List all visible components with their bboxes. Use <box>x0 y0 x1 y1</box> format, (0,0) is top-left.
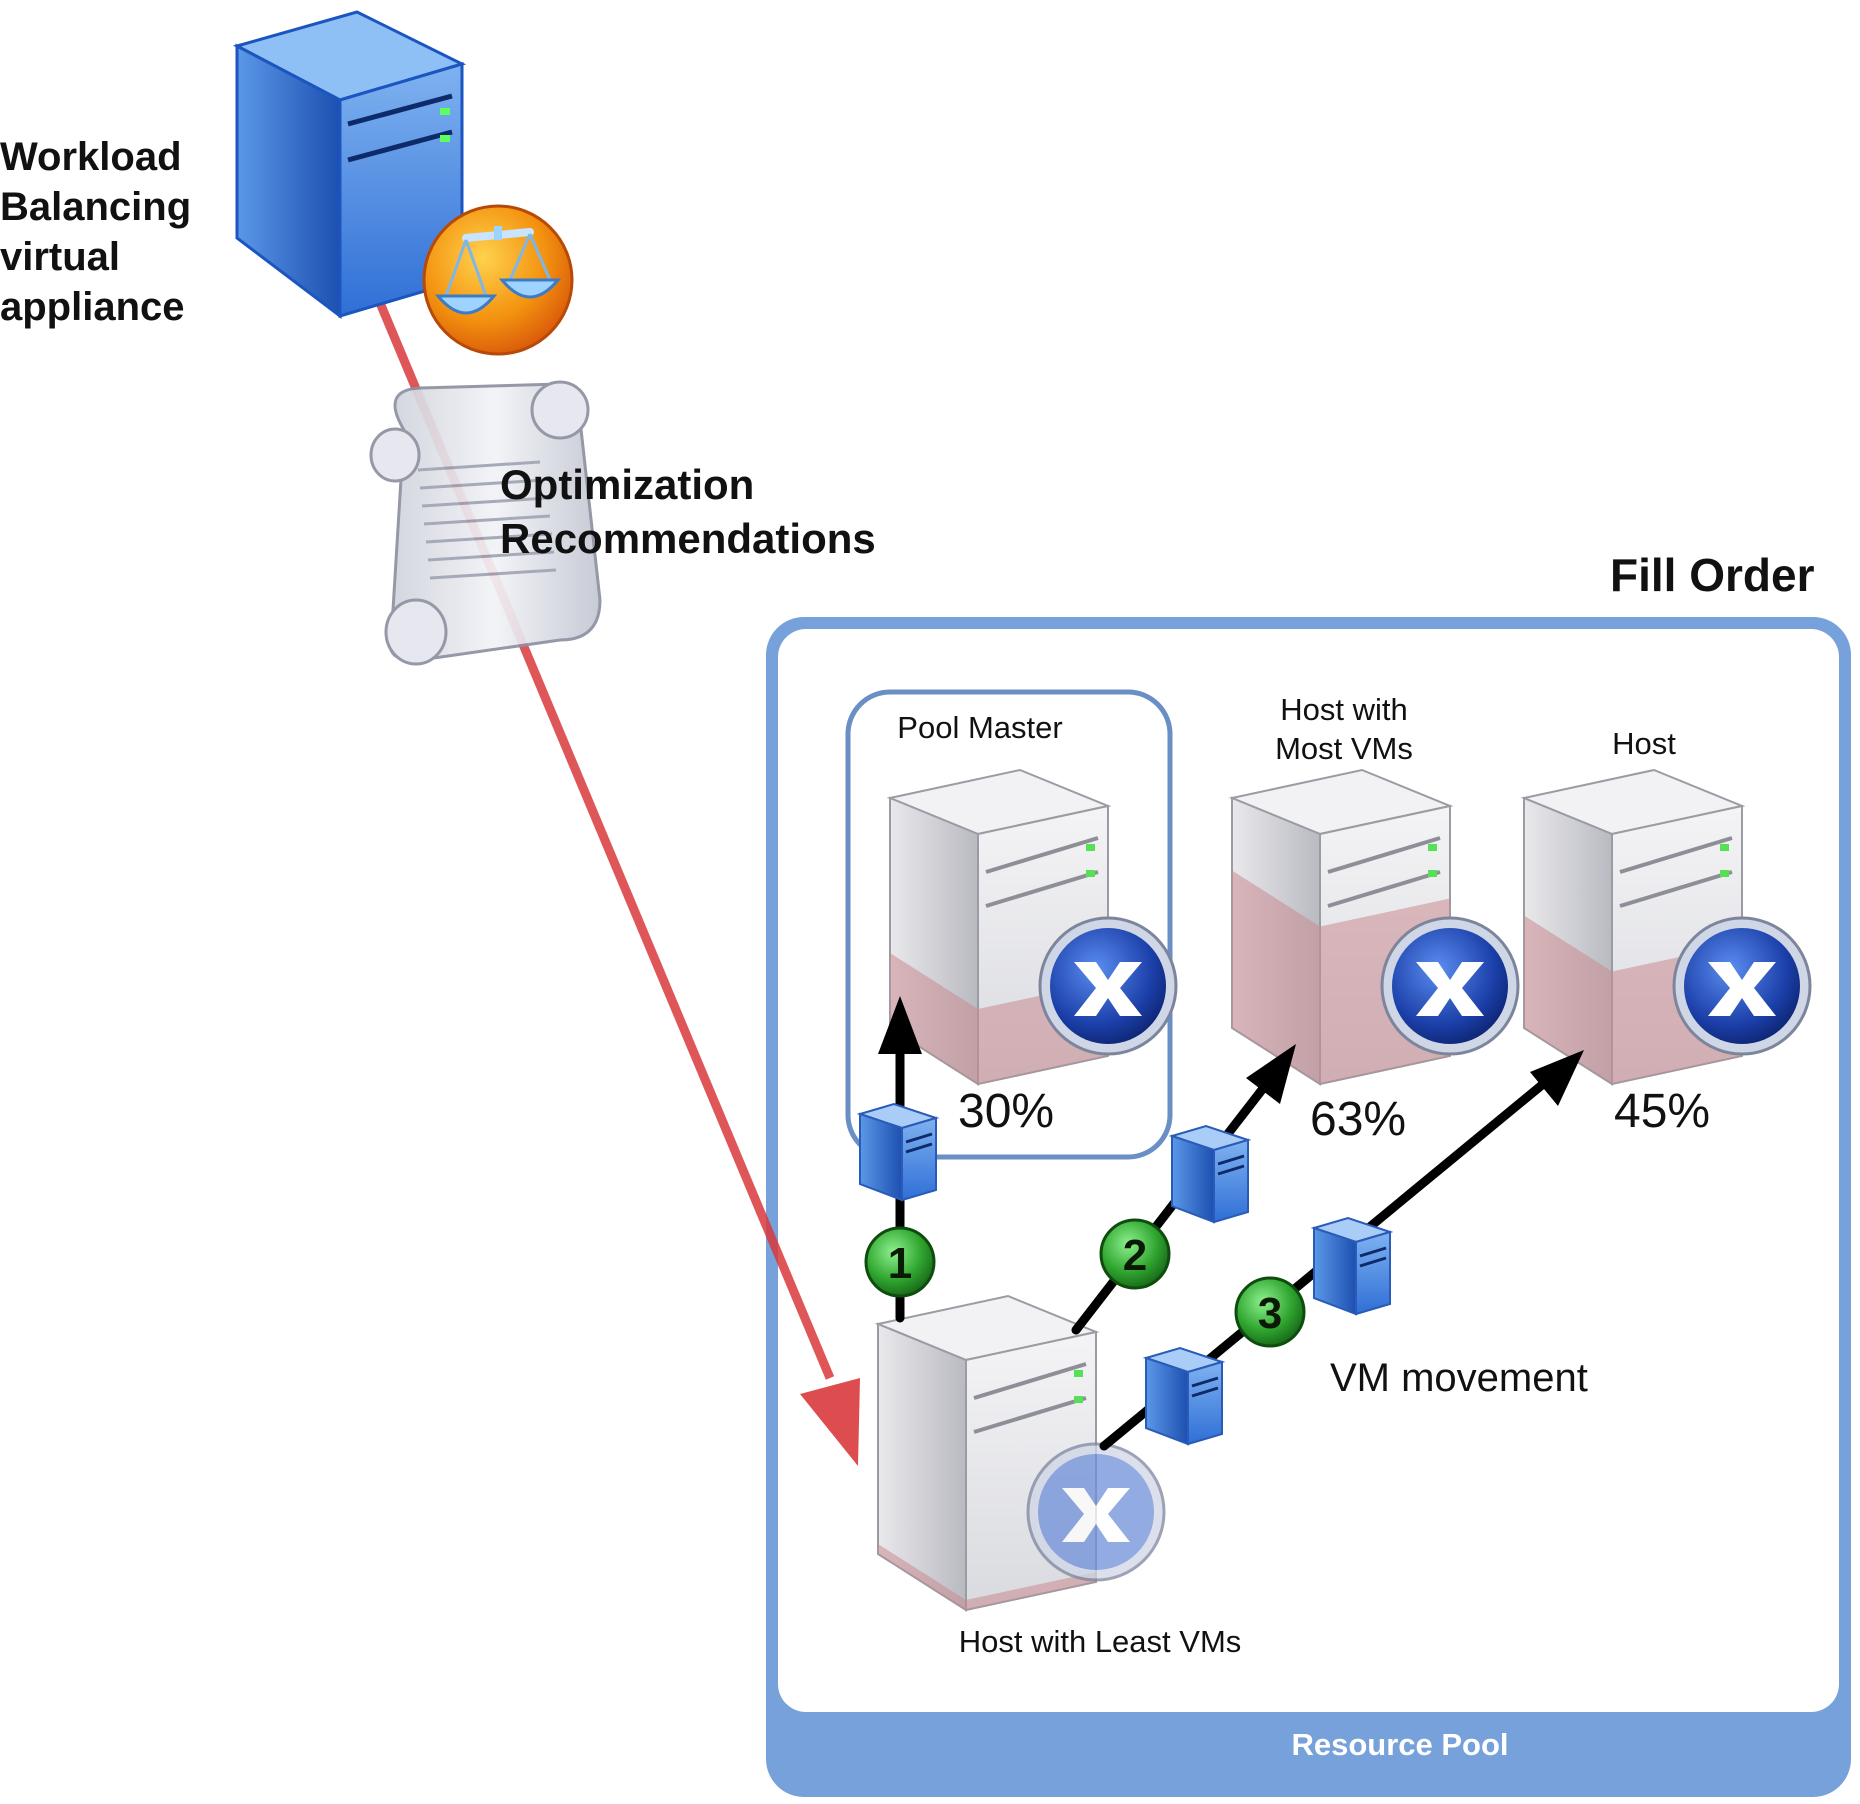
movement-arrowhead-1 <box>878 996 922 1054</box>
pool-master-box <box>845 689 1173 1160</box>
vm-movement-label: VM movement <box>1330 1356 1588 1400</box>
load-fill <box>1232 870 1450 1084</box>
step-number-2: 2 <box>1123 1231 1147 1280</box>
host-name-line: Pool Master <box>897 710 1063 745</box>
step-number-3: 3 <box>1258 1289 1282 1338</box>
appliance-label-line: virtual <box>0 235 121 279</box>
scroll-icon <box>369 380 602 666</box>
load-fill <box>878 1544 1096 1610</box>
host-server-icon <box>1520 768 1812 1086</box>
step-badge-2: 2 <box>1099 1218 1171 1290</box>
appliance-label-line: Workload <box>0 135 182 179</box>
pool-master-server-icon <box>886 768 1178 1086</box>
recommendations-label: Optimization Recommendations <box>500 458 876 566</box>
host-name-line: Most VMs <box>1275 731 1413 766</box>
host-servers <box>874 768 1812 1612</box>
vm-movement-arrowheads <box>878 996 1584 1106</box>
vm-icon <box>856 1102 940 1202</box>
host-name-line: Host with <box>1280 692 1408 727</box>
vm-icon <box>1142 1346 1226 1446</box>
balance-scale-icon <box>422 204 574 356</box>
pool-master-name: Pool Master <box>860 708 1100 747</box>
vm-icon <box>1310 1216 1394 1316</box>
host-most-vms-load: 63% <box>1310 1093 1407 1146</box>
xenserver-x-icon <box>1038 916 1178 1056</box>
least-vms-host-name: Host with Least VMs <box>958 1624 1242 1659</box>
host-most-vms-server-icon <box>1228 768 1520 1086</box>
appliance-label: Workload Balancing virtual appliance <box>0 132 191 332</box>
host-name: Host <box>1524 724 1764 763</box>
appliance-label-line: appliance <box>0 285 185 329</box>
vm-icons <box>856 1102 1394 1446</box>
recommendations-label-line: Recommendations <box>500 515 876 562</box>
xenserver-x-icon <box>1026 1442 1166 1582</box>
host-name-line: Host <box>1612 726 1676 761</box>
resource-pool-label: Resource Pool <box>1291 1727 1509 1762</box>
host-load: 45% <box>1614 1085 1711 1138</box>
recommendations-label-line: Optimization <box>500 461 755 508</box>
movement-arrowhead-3 <box>1530 1050 1584 1106</box>
step-badge-3: 3 <box>1234 1276 1306 1348</box>
step-number-1: 1 <box>888 1239 912 1288</box>
fill-order-title: Fill Order <box>1610 549 1815 601</box>
host-most-vms-name: Host with Most VMs <box>1224 690 1464 768</box>
least-vms-server-icon <box>874 1294 1166 1612</box>
vm-icon <box>1168 1124 1252 1224</box>
xenserver-x-icon <box>1380 916 1520 1056</box>
appliance-label-line: Balancing <box>0 185 192 229</box>
pool-master-load: 30% <box>958 1085 1055 1138</box>
load-fill <box>890 953 1108 1084</box>
movement-arrowhead-2 <box>1246 1044 1296 1104</box>
xenserver-x-icon <box>1672 916 1812 1056</box>
step-badge-1: 1 <box>864 1226 936 1298</box>
